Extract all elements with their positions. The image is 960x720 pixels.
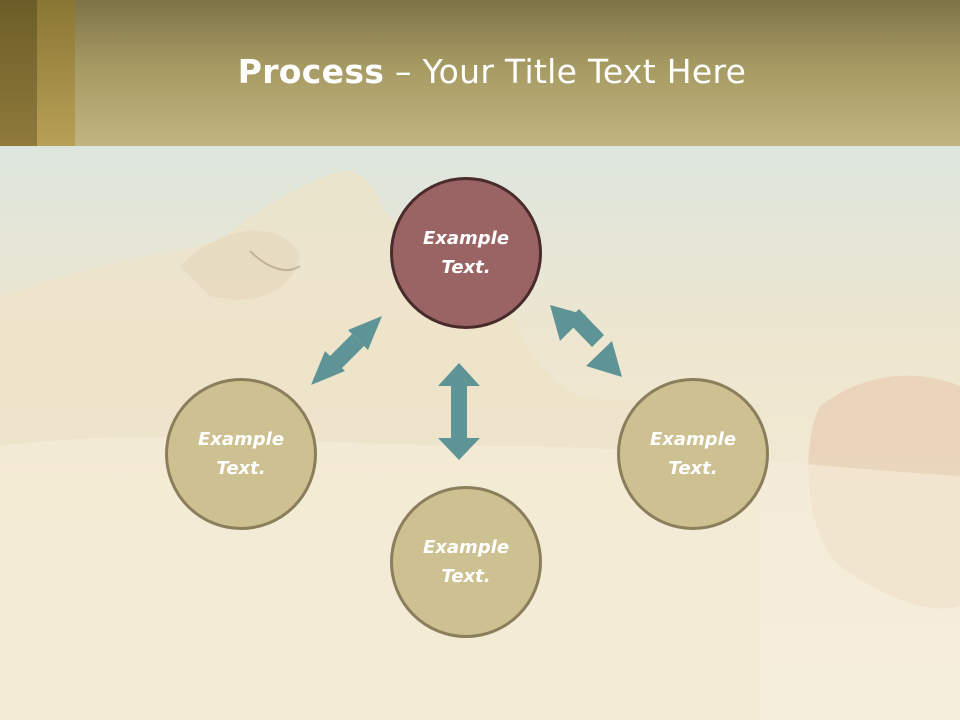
right-node: Example Text. bbox=[617, 378, 769, 530]
slide-title: Process – Your Title Text Here bbox=[0, 52, 960, 91]
title-bold-part: Process bbox=[237, 52, 385, 91]
center-node: Example Text. bbox=[390, 177, 542, 329]
right-node-label: Example Text. bbox=[649, 429, 737, 479]
center-node-label: Example Text. bbox=[422, 228, 510, 278]
slide-header bbox=[0, 0, 960, 146]
left-node-label: Example Text. bbox=[197, 429, 285, 479]
bottom-node-label: Example Text. bbox=[422, 537, 510, 587]
double-arrow-upper-left bbox=[311, 316, 382, 385]
bottom-node: Example Text. bbox=[390, 486, 542, 638]
header-accent-bar-light bbox=[37, 0, 75, 146]
title-rest-part: – Your Title Text Here bbox=[384, 52, 747, 91]
left-node: Example Text. bbox=[165, 378, 317, 530]
double-arrow-vertical bbox=[438, 363, 480, 460]
header-accent-bar-dark bbox=[0, 0, 37, 146]
double-arrow-upper-right bbox=[550, 305, 622, 377]
